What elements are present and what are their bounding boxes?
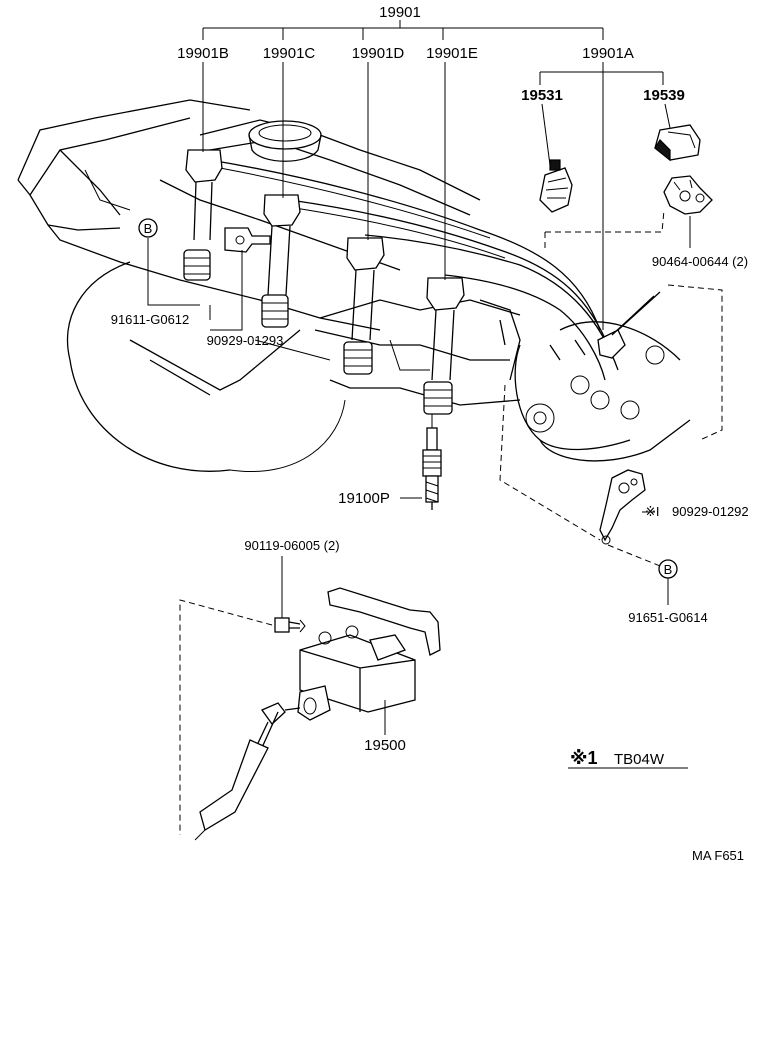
coil-wire-a-end	[570, 291, 665, 420]
label-19539: 19539	[643, 87, 685, 104]
label-90929-01293: 90929-01293	[207, 333, 284, 348]
label-19531: 19531	[521, 87, 563, 104]
callout-b-left-letter: B	[144, 221, 153, 236]
label-19100p: 19100P	[338, 490, 390, 507]
label-91651-g0614: 91651-G0614	[628, 610, 708, 625]
drawing-code: MA F651	[692, 848, 744, 863]
spark-plug-19100p	[422, 427, 442, 510]
label-19901e: 19901E	[426, 45, 478, 62]
label-19901a: 19901A	[582, 45, 634, 62]
label-19901: 19901	[379, 4, 421, 21]
cover-19539	[654, 124, 701, 162]
label-90929-01292: 90929-01292	[672, 504, 749, 519]
plug-wire-bundle	[209, 159, 619, 381]
plug-boot-b	[183, 149, 223, 281]
label-19901c: 19901C	[263, 45, 316, 62]
label-19901d: 19901D	[352, 45, 405, 62]
label-19901b: 19901B	[177, 45, 229, 62]
callout-b-left: B	[138, 218, 158, 238]
label-90119-06005: 90119-06005 (2)	[244, 538, 339, 553]
label-note-1: ※1	[570, 748, 598, 768]
callout-b-right-letter: B	[664, 562, 673, 577]
clamp-90929-01292	[599, 469, 646, 545]
label-tb04w: TB04W	[614, 751, 665, 768]
label-19500: 19500	[364, 737, 406, 754]
plug-boot-e	[423, 277, 465, 415]
plug-boot-c	[261, 194, 301, 328]
callout-b-right: B	[658, 559, 678, 579]
leader-lines	[147, 20, 723, 835]
plug-boot-d	[343, 237, 385, 375]
label-91611-g0612: 91611-G0612	[111, 312, 190, 327]
wire-clamp-90929-01293	[224, 227, 271, 253]
ignition-coil-19500	[194, 587, 441, 841]
bolt-90119-06005	[274, 617, 306, 633]
label-90464-00644: 90464-00644 (2)	[652, 254, 748, 269]
clamp-90464-00644	[663, 175, 713, 215]
engine-outline	[17, 99, 691, 472]
rotor-19531	[539, 159, 573, 213]
label-note-mark-i: ※I	[645, 504, 660, 519]
